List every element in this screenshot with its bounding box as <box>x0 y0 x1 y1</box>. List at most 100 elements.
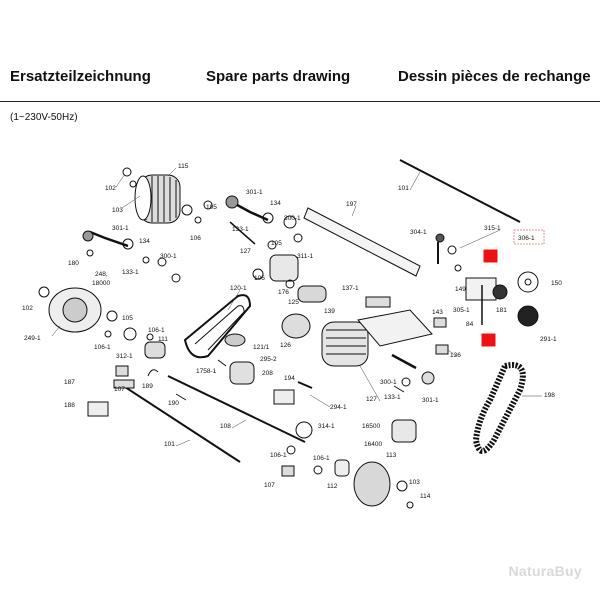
pulley-121 <box>224 333 246 347</box>
washer-315 <box>447 245 457 255</box>
nut-300-lower <box>401 377 411 387</box>
label-300-lower: 300-1 <box>380 379 397 386</box>
label-180: 180 <box>68 260 79 267</box>
label-126: 126 <box>280 342 291 349</box>
label-112: 112 <box>327 483 338 490</box>
label-305: 305-1 <box>453 307 470 314</box>
label-139: 139 <box>324 308 335 315</box>
label-315: 315-1 <box>484 225 501 232</box>
washer-176 <box>285 279 295 289</box>
title-english: Spare parts drawing <box>206 68 351 85</box>
title-german: Ersatzteilzeichnung <box>10 68 151 85</box>
shaft-101-lower <box>121 384 241 463</box>
pulley-126 <box>281 313 311 339</box>
nut-300-left <box>157 257 167 267</box>
screw-149 <box>454 264 462 272</box>
label-102-left: 102 <box>22 305 33 312</box>
label-113: 113 <box>386 452 397 459</box>
ring-105 <box>203 200 213 210</box>
label-133-left: 133-1 <box>122 269 139 276</box>
carbon-brush-16500 <box>391 419 417 443</box>
nut-102 <box>122 167 132 177</box>
label-312: 312-1 <box>116 353 133 360</box>
v-belt-120 <box>183 294 252 359</box>
bushing-106 <box>194 216 202 224</box>
key-1758 <box>217 359 227 367</box>
label-1758: 1758-1 <box>196 368 217 375</box>
washer-314 <box>295 421 313 439</box>
label-115: 115 <box>178 163 189 170</box>
washer-102 <box>129 180 137 188</box>
label-121: 121/1 <box>253 344 270 351</box>
label-105-left: 105 <box>122 315 133 322</box>
drive-wheel-113 <box>353 461 391 507</box>
label-103-bottom: 103 <box>409 479 420 486</box>
pin-194 <box>297 381 313 389</box>
highlight-label-frame <box>513 229 545 245</box>
clip-143 <box>433 317 447 328</box>
label-18000: 18000 <box>92 280 110 287</box>
ring-111 <box>146 333 154 341</box>
gear-301-right <box>225 195 239 209</box>
shaft-301-left <box>89 230 129 248</box>
label-300-right: 300-1 <box>284 215 301 222</box>
washer-105-left <box>106 310 118 322</box>
knob-304 <box>435 233 445 243</box>
washer-105-mid <box>267 240 277 250</box>
clip-189 <box>147 369 159 377</box>
label-291: 291-1 <box>540 336 557 343</box>
clip-107-bottom <box>281 465 295 477</box>
washer-103 <box>396 480 408 492</box>
part-187 <box>113 379 135 389</box>
label-101-top: 101 <box>398 185 409 192</box>
label-106-lower: 106-1 <box>270 452 287 459</box>
clip-107-top <box>115 365 129 377</box>
label-295: 295-2 <box>260 356 277 363</box>
cap-300-left <box>171 273 181 283</box>
motor-127 <box>321 321 369 367</box>
leader-lines <box>51 167 542 447</box>
nut-300-right <box>283 215 297 229</box>
shaft-301-lower <box>391 353 417 370</box>
washer-134-left <box>122 238 134 250</box>
pin-133-right <box>229 221 256 245</box>
washer-106-lower-2 <box>313 465 323 475</box>
highlight-part-306-bottom <box>481 333 496 347</box>
washer-106-lower <box>286 445 296 455</box>
label-134-right: 134 <box>270 200 281 207</box>
label-102-top: 102 <box>105 185 116 192</box>
pulley-208 <box>229 361 255 385</box>
label-208: 208 <box>262 370 273 377</box>
label-194: 194 <box>284 375 295 382</box>
label-294: 294-1 <box>330 404 347 411</box>
voltage-note: (1~230V-50Hz) <box>10 112 78 123</box>
gear-301-lower <box>421 371 435 385</box>
label-106-top: 106 <box>190 235 201 242</box>
washer-134-right <box>262 212 274 224</box>
label-189: 189 <box>142 383 153 390</box>
label-181: 181 <box>496 307 507 314</box>
label-106-lower-2: 106-1 <box>313 455 330 462</box>
bar-197 <box>303 207 421 277</box>
bushing-112 <box>334 459 350 477</box>
label-301-left: 301-1 <box>112 225 129 232</box>
label-108: 108 <box>220 423 231 430</box>
label-106-mid-left: 106-1 <box>148 327 165 334</box>
pulley-312 <box>144 341 166 359</box>
motor-plate <box>357 309 433 347</box>
clip-136 <box>435 344 449 355</box>
label-311: 311-1 <box>297 253 314 260</box>
label-125: 125 <box>288 299 299 306</box>
pin-133-left <box>142 256 150 264</box>
title-french: Dessin pièces de rechange <box>398 68 591 85</box>
washer-106-left <box>104 330 112 338</box>
gear-301-left <box>82 230 94 242</box>
label-198: 198 <box>544 392 555 399</box>
header-rule <box>0 101 600 102</box>
label-105-mid: 105 <box>271 240 282 247</box>
label-301-lower: 301-1 <box>422 397 439 404</box>
label-16400: 16400 <box>364 441 382 448</box>
label-111: 111 <box>158 336 168 343</box>
